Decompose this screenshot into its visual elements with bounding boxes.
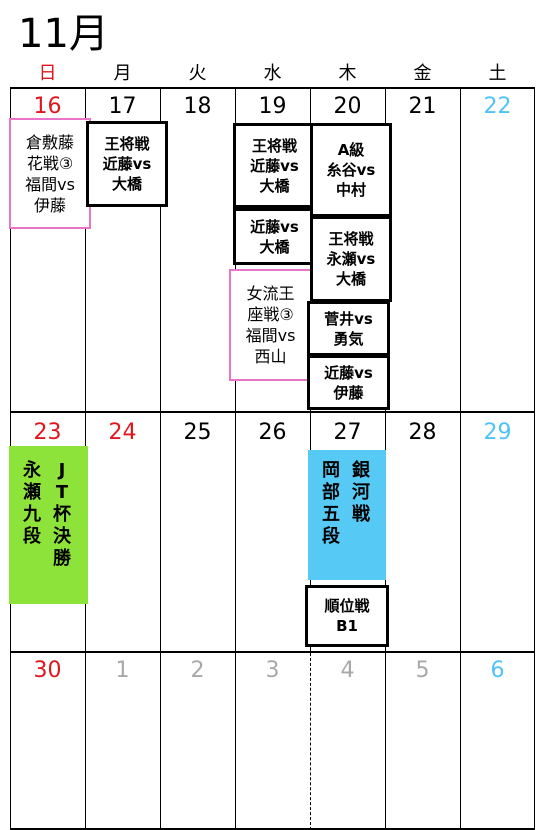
event-text: 福間vs — [25, 174, 75, 194]
event-text: 大橋 — [259, 237, 290, 256]
event-text: 伊藤 — [33, 195, 66, 215]
event-text: 糸谷vs — [326, 161, 376, 179]
event-text: 近藤vs — [250, 217, 299, 236]
event-char: 銀 — [352, 460, 370, 481]
day-number: 19 — [258, 94, 287, 119]
event-text: 王将戦 — [104, 135, 150, 153]
event-char: 五 — [322, 504, 340, 525]
event-oushou-19[interactable]: 王将戦 近藤vs 大橋 — [233, 123, 316, 208]
event-text: 女流王 — [246, 284, 295, 303]
event-text: 近藤vs — [102, 155, 152, 173]
day-number: 3 — [265, 658, 280, 683]
event-junisen[interactable]: 順位戦 B1 — [305, 585, 389, 647]
day-number: 18 — [183, 94, 212, 119]
event-text: 座戦③ — [247, 305, 294, 324]
event-text: 大橋 — [259, 176, 290, 195]
day-number: 2 — [190, 658, 205, 683]
event-text: 勇気 — [333, 329, 364, 348]
day-number: 21 — [408, 94, 437, 119]
event-text: 永瀬vs — [326, 250, 376, 268]
event-kondo-20[interactable]: 近藤vs 伊藤 — [307, 355, 390, 410]
event-kurashiki[interactable]: 倉敷藤 花戦③ 福間vs 伊藤 — [9, 118, 91, 229]
event-text-column: 銀 河 戦 — [352, 460, 370, 526]
event-text: 大橋 — [111, 175, 142, 193]
event-char: 岡 — [322, 460, 340, 481]
weekday-fri: 金 — [413, 63, 432, 84]
event-text: B1 — [336, 617, 358, 635]
event-char: 戦 — [352, 504, 370, 525]
event-char: 段 — [23, 526, 41, 547]
grid-line — [10, 411, 535, 413]
event-text-column: 岡 部 五 段 — [322, 460, 340, 548]
event-char: T — [55, 482, 69, 503]
event-char: 九 — [23, 504, 41, 525]
weekday-wed: 水 — [263, 63, 282, 84]
weekday-thu: 木 — [338, 63, 357, 84]
event-text: 倉敷藤 — [25, 132, 74, 152]
weekday-sat: 土 — [488, 63, 507, 84]
event-text: 伊藤 — [333, 383, 364, 402]
event-char: 決 — [53, 526, 71, 547]
event-text: 王将戦 — [328, 230, 374, 248]
grid-line — [10, 651, 535, 653]
day-number: 26 — [258, 420, 287, 445]
day-number: 22 — [483, 94, 512, 119]
event-text: 西山 — [254, 347, 287, 366]
event-char: 段 — [322, 526, 340, 547]
day-number: 17 — [108, 94, 137, 119]
event-char: 永 — [23, 460, 41, 481]
event-text: 近藤vs — [324, 363, 373, 382]
month-title: 11月 — [18, 11, 109, 57]
event-text: 菅井vs — [324, 309, 373, 328]
event-text: 中村 — [335, 181, 366, 199]
day-number: 29 — [483, 420, 512, 445]
day-number: 23 — [33, 420, 62, 445]
grid-line — [10, 87, 535, 89]
event-text-column: 永 瀬 九 段 — [23, 460, 41, 548]
day-number: 25 — [183, 420, 212, 445]
event-kondo-19[interactable]: 近藤vs 大橋 — [233, 208, 316, 265]
weekday-mon: 月 — [113, 63, 132, 84]
weekday-tue: 火 — [188, 63, 207, 84]
event-text: 福間vs — [245, 326, 296, 345]
event-jt-cup[interactable]: 永 瀬 九 段 J T 杯 決 勝 — [9, 446, 88, 604]
event-text-column: J T 杯 決 勝 — [53, 460, 71, 570]
weekday-sun: 日 — [38, 63, 57, 84]
event-sugai[interactable]: 菅井vs 勇気 — [307, 301, 390, 356]
day-number: 5 — [415, 658, 430, 683]
event-a-class[interactable]: A級 糸谷vs 中村 — [310, 123, 392, 217]
grid-line — [160, 88, 161, 830]
grid-line — [534, 88, 535, 830]
grid-line — [235, 88, 236, 830]
day-number: 16 — [33, 94, 62, 119]
event-text: 花戦③ — [26, 153, 74, 173]
event-char: 部 — [322, 482, 340, 503]
day-number: 20 — [333, 94, 362, 119]
grid-line — [10, 828, 535, 830]
day-number: 6 — [490, 658, 505, 683]
day-number: 27 — [333, 420, 362, 445]
event-oushou-17[interactable]: 王将戦 近藤vs 大橋 — [86, 121, 168, 207]
event-char: 河 — [352, 482, 370, 503]
event-text: 王将戦 — [251, 136, 297, 155]
event-char: 勝 — [53, 548, 71, 569]
day-number: 4 — [340, 658, 355, 683]
event-char: J — [58, 460, 66, 481]
event-text: 大橋 — [335, 270, 366, 288]
day-number: 24 — [108, 420, 137, 445]
event-text: 近藤vs — [250, 156, 299, 175]
day-number: 30 — [33, 658, 62, 683]
day-number: 1 — [115, 658, 130, 683]
grid-line — [460, 88, 461, 830]
event-joryu[interactable]: 女流王 座戦③ 福間vs 西山 — [229, 269, 312, 381]
event-text: A級 — [337, 141, 365, 159]
day-number: 28 — [408, 420, 437, 445]
event-oushou-20[interactable]: 王将戦 永瀬vs 大橋 — [310, 216, 392, 302]
event-char: 瀬 — [23, 482, 41, 503]
event-text: 順位戦 — [324, 597, 370, 615]
grid-line — [310, 653, 311, 830]
event-ginga[interactable]: 岡 部 五 段 銀 河 戦 — [308, 450, 386, 580]
event-char: 杯 — [53, 504, 71, 525]
